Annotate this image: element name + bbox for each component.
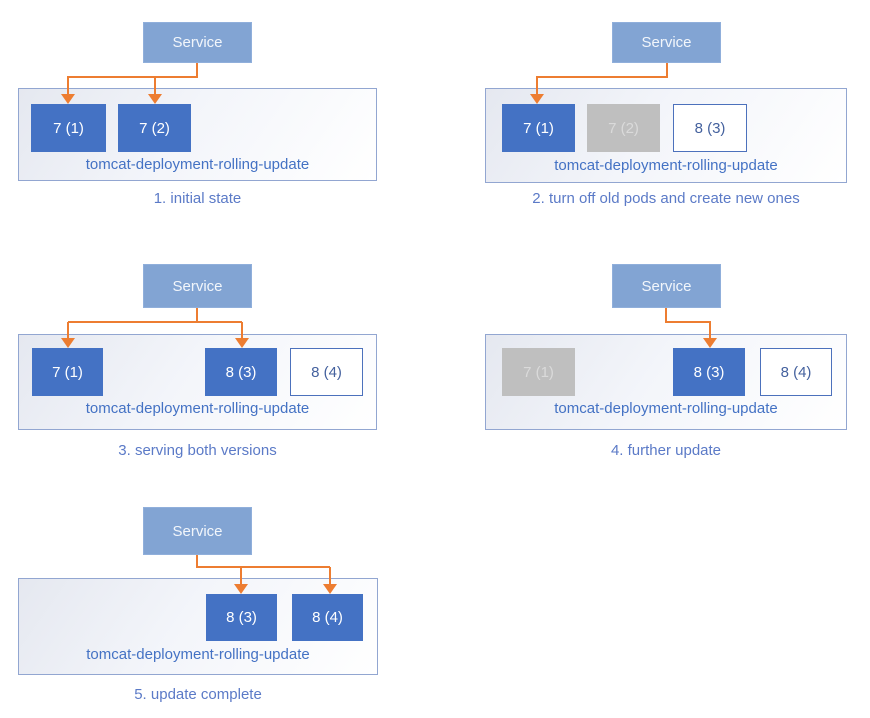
pod-8-3: 8 (3) (673, 348, 745, 396)
pod-label: 8 (3) (694, 119, 726, 137)
pod-8-3: 8 (3) (206, 594, 277, 641)
pod-8-4: 8 (4) (760, 348, 832, 396)
pod-label: 7 (1) (523, 363, 554, 381)
stage-caption-1: 1. initial state (153, 190, 242, 207)
pod-label: 7 (2) (139, 119, 170, 137)
service-node-4: Service (612, 264, 721, 308)
service-label: Service (172, 34, 223, 51)
pod-label: 8 (3) (226, 609, 257, 626)
pod-7-1: 7 (1) (31, 104, 106, 152)
pod-label: 8 (4) (312, 609, 343, 626)
stage-caption-5: 5. update complete (134, 686, 262, 703)
pod-label: 8 (3) (693, 363, 725, 381)
pod-label: 8 (4) (311, 363, 342, 381)
deployment-label: tomcat-deployment-rolling-update (85, 156, 310, 173)
service-node-3: Service (143, 264, 252, 308)
pod-8-3: 8 (3) (673, 104, 747, 152)
pod-label: 7 (1) (53, 119, 84, 137)
deployment-label: tomcat-deployment-rolling-update (554, 400, 778, 417)
deployment-label: tomcat-deployment-rolling-update (86, 646, 310, 663)
stage-caption-2: 2. turn off old pods and create new ones (532, 190, 800, 207)
pod-8-4: 8 (4) (292, 594, 363, 641)
pod-8-4: 8 (4) (290, 348, 363, 396)
pod-label: 8 (4) (780, 363, 812, 381)
deployment-label: tomcat-deployment-rolling-update (85, 400, 310, 417)
service-label: Service (641, 277, 692, 295)
service-label: Service (172, 522, 223, 540)
pod-label: 7 (1) (523, 119, 554, 137)
pod-label: 7 (2) (608, 119, 639, 137)
pod-8-3: 8 (3) (205, 348, 277, 396)
deployment-label: tomcat-deployment-rolling-update (554, 157, 778, 174)
pod-7-2: 7 (2) (587, 104, 660, 152)
service-node-5: Service (143, 507, 252, 555)
stage-caption-4: 4. further update (610, 442, 722, 459)
service-label: Service (172, 277, 223, 295)
service-node-1: Service (143, 22, 252, 63)
pod-7-1: 7 (1) (32, 348, 103, 396)
service-label: Service (641, 34, 692, 51)
pod-7-1: 7 (1) (502, 104, 575, 152)
pod-7-1: 7 (1) (502, 348, 575, 396)
pod-label: 7 (1) (52, 363, 83, 381)
pod-label: 8 (3) (225, 363, 257, 381)
service-node-2: Service (612, 22, 721, 63)
pod-7-2: 7 (2) (118, 104, 191, 152)
stage-caption-3: 3. serving both versions (118, 442, 277, 459)
